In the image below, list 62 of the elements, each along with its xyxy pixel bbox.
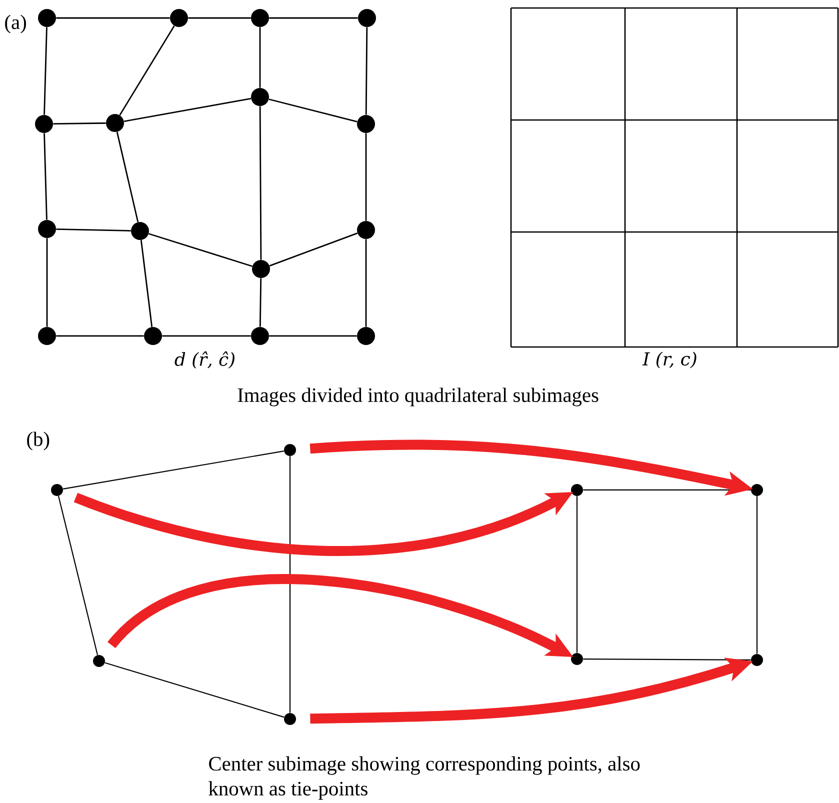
line-segment: [269, 232, 358, 266]
point-dot: [38, 9, 56, 27]
point-dot: [93, 654, 105, 667]
panel-label: (a): [5, 14, 26, 34]
caption: Images divided into quadrilateral subimages: [238, 388, 598, 406]
line-segment: [289, 456, 291, 713]
line-segment: [44, 27, 48, 115]
point-dot: [357, 114, 375, 133]
line-segment: [53, 122, 106, 125]
line-segment: [259, 27, 261, 88]
point-dot: [35, 114, 53, 133]
point-dot: [144, 326, 162, 345]
point-dot: [252, 260, 270, 278]
axis-caption: d (r̂, ĉ): [174, 351, 234, 369]
line-segment: [583, 489, 751, 491]
panel-label: (b): [27, 432, 50, 450]
point-dot: [251, 9, 269, 27]
line-segment: [116, 132, 139, 222]
point-dot: [284, 444, 296, 456]
point-dot: [170, 9, 188, 27]
line-segment: [104, 662, 284, 718]
line-segment: [63, 450, 284, 490]
line-segment: [148, 233, 252, 267]
point-dot: [251, 88, 269, 106]
point-dot: [751, 484, 763, 496]
line-segment: [56, 335, 144, 337]
point-dot: [38, 220, 56, 238]
point-dot: [357, 220, 375, 239]
line-segment: [188, 17, 251, 19]
point-dot: [51, 484, 63, 496]
caption: Center subimage showing corresponding points, also known as tie-points: [208, 756, 640, 800]
axis-caption: I (r, c): [642, 352, 696, 368]
line-segment: [259, 106, 262, 260]
line-segment: [44, 133, 48, 220]
point-dot: [751, 654, 763, 666]
line-segment: [259, 278, 262, 327]
line-segment: [269, 335, 357, 337]
line-segment: [58, 496, 98, 656]
line-segment: [124, 98, 252, 122]
line-segment: [269, 17, 358, 19]
line-segment: [756, 496, 758, 654]
line-segment: [268, 98, 358, 122]
line-segment: [119, 25, 175, 116]
point-dot: [251, 326, 269, 345]
point-dot: [131, 222, 149, 240]
point-dot: [38, 326, 56, 345]
line-segment: [365, 27, 368, 115]
point-dot: [357, 326, 375, 345]
point-dot: [284, 712, 296, 725]
line-segment: [162, 335, 251, 337]
point-dot: [571, 652, 583, 665]
line-segment: [365, 239, 367, 327]
line-segment: [576, 496, 578, 653]
line-segment: [583, 658, 751, 660]
line-segment: [365, 133, 367, 221]
point-dot: [358, 9, 376, 27]
line-segment: [56, 228, 131, 232]
point-dot: [106, 114, 124, 132]
line-segment: [56, 17, 170, 19]
line-segment: [140, 240, 153, 327]
line-segment: [46, 238, 48, 327]
point-dot: [571, 484, 583, 496]
